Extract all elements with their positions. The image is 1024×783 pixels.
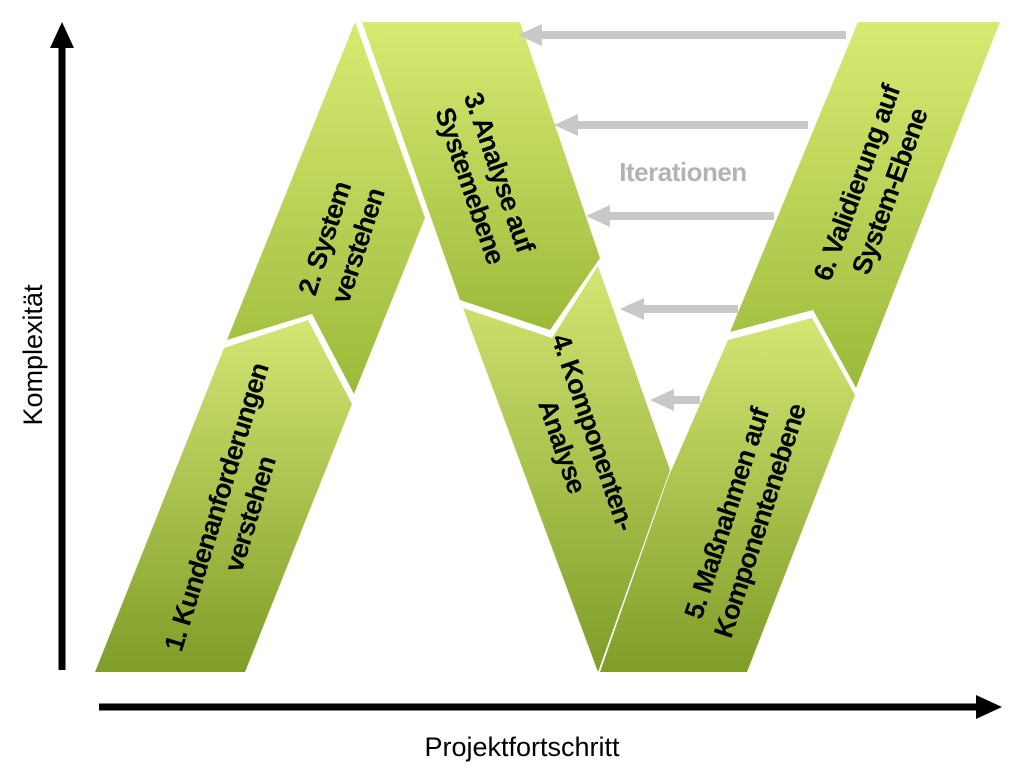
x-axis (99, 695, 1002, 719)
block-5-shape (600, 318, 855, 672)
iteration-arrow-3 (586, 205, 774, 227)
iteration-arrow-1 (518, 24, 846, 46)
block-1-shape (95, 320, 352, 672)
block-3-shape (362, 22, 600, 330)
iteration-arrow-2 (554, 114, 808, 136)
block-shapes (95, 22, 1000, 672)
y-axis-label: Komplexität (18, 284, 48, 426)
iteration-arrow-4 (620, 298, 738, 320)
y-axis-arrowhead (50, 22, 74, 48)
iteration-arrow-5 (650, 389, 700, 411)
y-axis (50, 22, 74, 670)
iteration-arrows (518, 24, 846, 411)
block-6-shape (730, 22, 1000, 388)
x-axis-arrowhead (976, 695, 1002, 719)
block-2-shape (227, 22, 425, 394)
x-axis-label: Projektfortschritt (424, 732, 620, 762)
iterations-label: Iterationen (619, 157, 746, 187)
block-4-shape (463, 266, 670, 672)
